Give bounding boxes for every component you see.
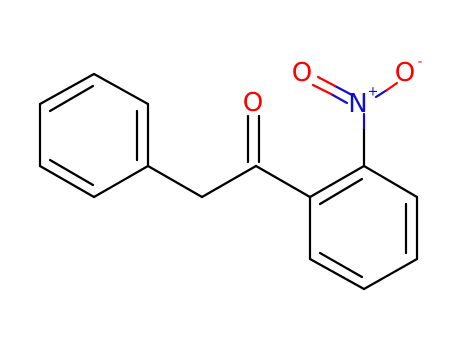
phenyl-ring (38, 72, 150, 199)
ketone-bridge (146, 114, 312, 199)
bond (146, 164, 204, 199)
bond (362, 164, 419, 199)
nitro-double-bond (316, 75, 337, 88)
nitro-oxygen-1-label: O (292, 58, 312, 88)
nitro-single-bond (385, 81, 399, 92)
bond (200, 164, 258, 199)
bond (92, 164, 150, 199)
nitro-single-bond (374, 88, 389, 99)
nitrogen-charge: + (368, 85, 379, 100)
bond (38, 72, 96, 106)
nitro-double-bond (333, 84, 354, 97)
bond (308, 257, 366, 291)
nitro-nitrogen-label: N (348, 89, 367, 119)
nitro-oxygen-2-label: O (395, 58, 415, 88)
double-bond-inner (48, 158, 95, 187)
nitro-group (311, 75, 399, 168)
bond (308, 164, 366, 199)
oxygen-charge: - (418, 55, 423, 70)
double-bond-inner (318, 177, 364, 206)
nitro-double-bond (329, 92, 349, 105)
nitro-double-bond (311, 83, 333, 96)
bond (362, 257, 419, 291)
double-bond-inner (318, 251, 364, 279)
double-bond-inner (48, 84, 95, 113)
atom-labels: O N + O O - (243, 55, 423, 120)
bond (254, 164, 312, 199)
carbonyl-oxygen-label: O (243, 88, 263, 118)
bond (38, 164, 96, 199)
nitrophenyl-ring (308, 164, 419, 291)
bond (92, 72, 150, 106)
